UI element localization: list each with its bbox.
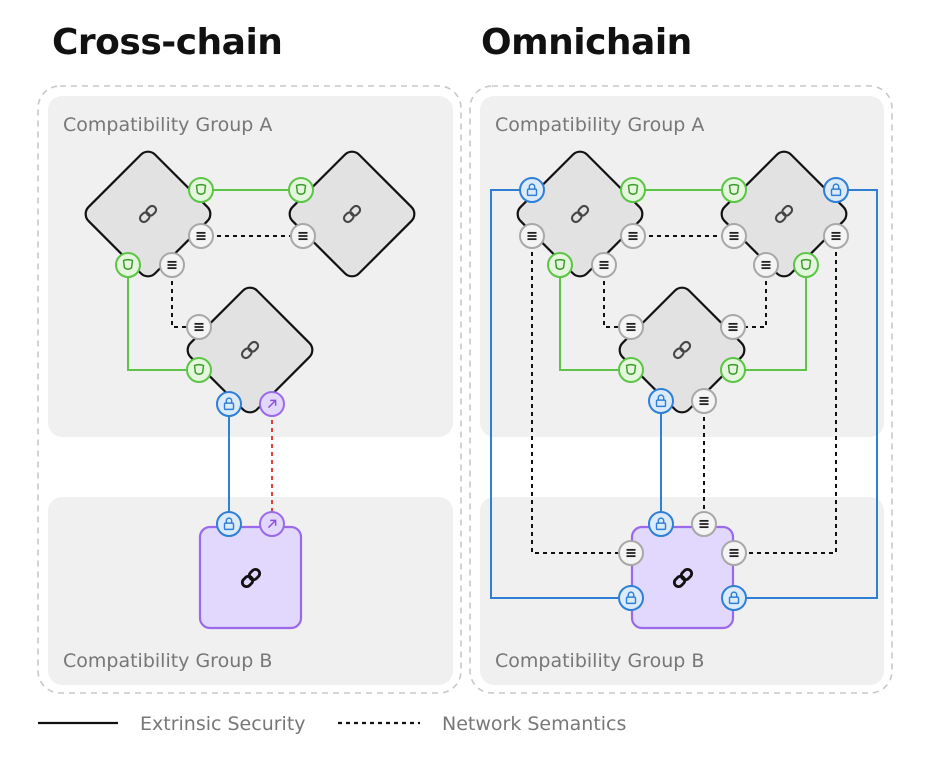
shield-icon [116,253,140,277]
shield-icon [189,178,213,202]
menu-icon [619,541,643,565]
omnichain-group-a-label: Compatibility Group A [495,114,704,136]
lock-icon [619,586,643,610]
menu-icon [824,224,848,248]
menu-icon [722,541,746,565]
menu-icon [291,224,315,248]
security-link [733,265,807,371]
menu-icon [592,253,616,277]
cross-chain-title: Cross-chain [52,22,283,63]
menu-icon [621,224,645,248]
security-link [559,265,631,371]
menu-icon [692,512,716,536]
semantics-link [734,236,837,554]
omnichain-group-b-label: Compatibility Group B [495,650,704,672]
arrow-up-right-icon [260,512,284,536]
semantics-link [531,236,631,554]
menu-icon [721,315,745,339]
lock-icon [722,586,746,610]
shield-icon [722,178,746,202]
legend-dotted-label: Network Semantics [442,713,626,735]
lock-icon [217,392,241,416]
lock-icon [649,512,673,536]
omnichain-panel-border [469,85,893,694]
security-link [490,189,631,599]
menu-icon [692,389,716,413]
menu-icon [722,224,746,248]
shield-icon [621,178,645,202]
shield-icon [794,253,818,277]
legend-solid-label: Extrinsic Security [140,713,306,735]
cross-chain-panel-border [37,85,462,694]
shield-icon [187,358,211,382]
menu-icon [160,253,184,277]
cross-chain-group-b-label: Compatibility Group B [63,650,272,672]
arrow-up-right-icon [260,392,284,416]
security-link [127,265,199,371]
shield-icon [619,358,643,382]
lock-icon [649,389,673,413]
menu-icon [187,315,211,339]
menu-icon [189,224,213,248]
security-link [734,189,878,599]
legend: Extrinsic Security Network Semantics [38,713,626,735]
lock-icon [217,512,241,536]
menu-icon [754,253,778,277]
shield-icon [721,358,745,382]
lock-icon [824,178,848,202]
menu-icon [520,224,544,248]
lock-icon [520,178,544,202]
shield-icon [289,178,313,202]
shield-icon [548,253,572,277]
omnichain-title: Omnichain [481,22,692,63]
cross-chain-group-a-label: Compatibility Group A [63,114,272,136]
menu-icon [619,315,643,339]
